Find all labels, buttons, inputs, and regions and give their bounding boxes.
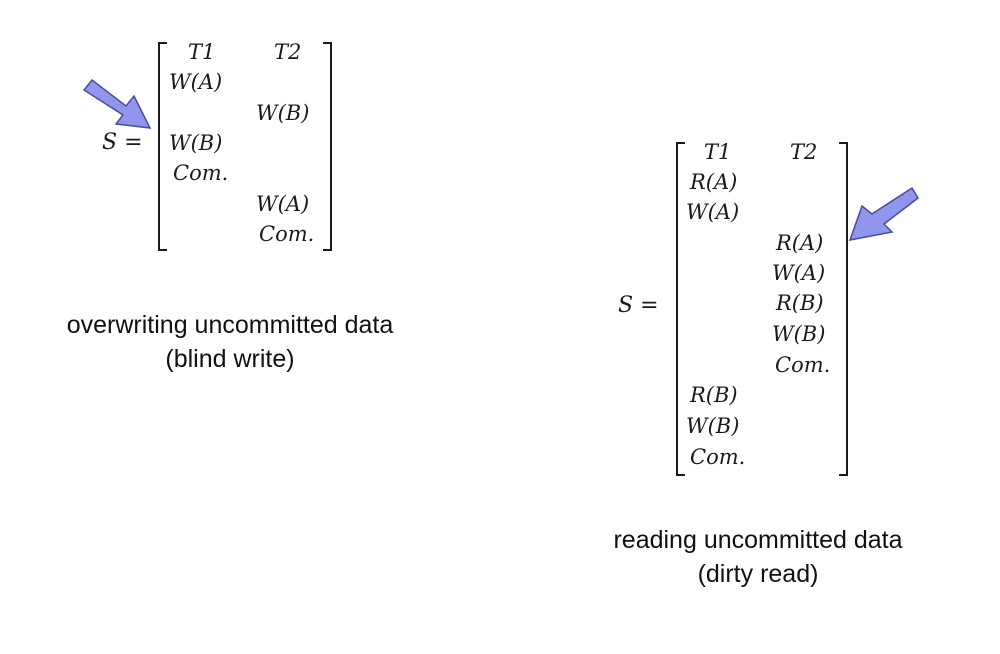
t2-operation: W(B) bbox=[256, 101, 310, 125]
arrow-icon bbox=[82, 78, 152, 129]
left-bracket-open bbox=[158, 42, 167, 251]
t1-operation: Com. bbox=[690, 445, 746, 469]
t2-operation: R(A) bbox=[776, 231, 824, 255]
t2-operation: W(A) bbox=[772, 261, 826, 285]
t2-operation: R(B) bbox=[776, 291, 824, 315]
t1-header: T1 bbox=[188, 40, 216, 64]
t1-operation: W(A) bbox=[686, 200, 740, 224]
t1-operation: R(A) bbox=[690, 170, 738, 194]
caption-line: (dirty read) bbox=[697, 560, 819, 588]
caption-line: reading uncommitted data bbox=[613, 526, 903, 554]
schedule-label: S = bbox=[618, 293, 659, 318]
t1-operation: R(B) bbox=[690, 383, 738, 407]
caption-line: (blind write) bbox=[165, 345, 295, 373]
right-caption: reading uncommitted data (dirty read) bbox=[548, 523, 968, 591]
right-bracket-open bbox=[676, 142, 685, 476]
left-caption: overwriting uncommitted data (blind writ… bbox=[20, 308, 440, 376]
t1-operation: Com. bbox=[173, 161, 229, 185]
arrow-icon bbox=[848, 186, 919, 241]
schedule-label: S = bbox=[102, 130, 143, 155]
t2-header: T2 bbox=[274, 40, 302, 64]
t1-header: T1 bbox=[704, 140, 732, 164]
t1-operation: W(B) bbox=[686, 414, 740, 438]
t2-operation: W(B) bbox=[772, 322, 826, 346]
t1-operation: W(B) bbox=[169, 131, 223, 155]
t2-operation: Com. bbox=[259, 222, 315, 246]
t1-operation: W(A) bbox=[169, 70, 223, 94]
left-bracket-close bbox=[323, 42, 332, 251]
t2-operation: Com. bbox=[775, 353, 831, 377]
t2-operation: W(A) bbox=[256, 192, 310, 216]
t2-header: T2 bbox=[790, 140, 818, 164]
caption-line: overwriting uncommitted data bbox=[66, 311, 394, 339]
right-bracket-close bbox=[839, 142, 848, 476]
